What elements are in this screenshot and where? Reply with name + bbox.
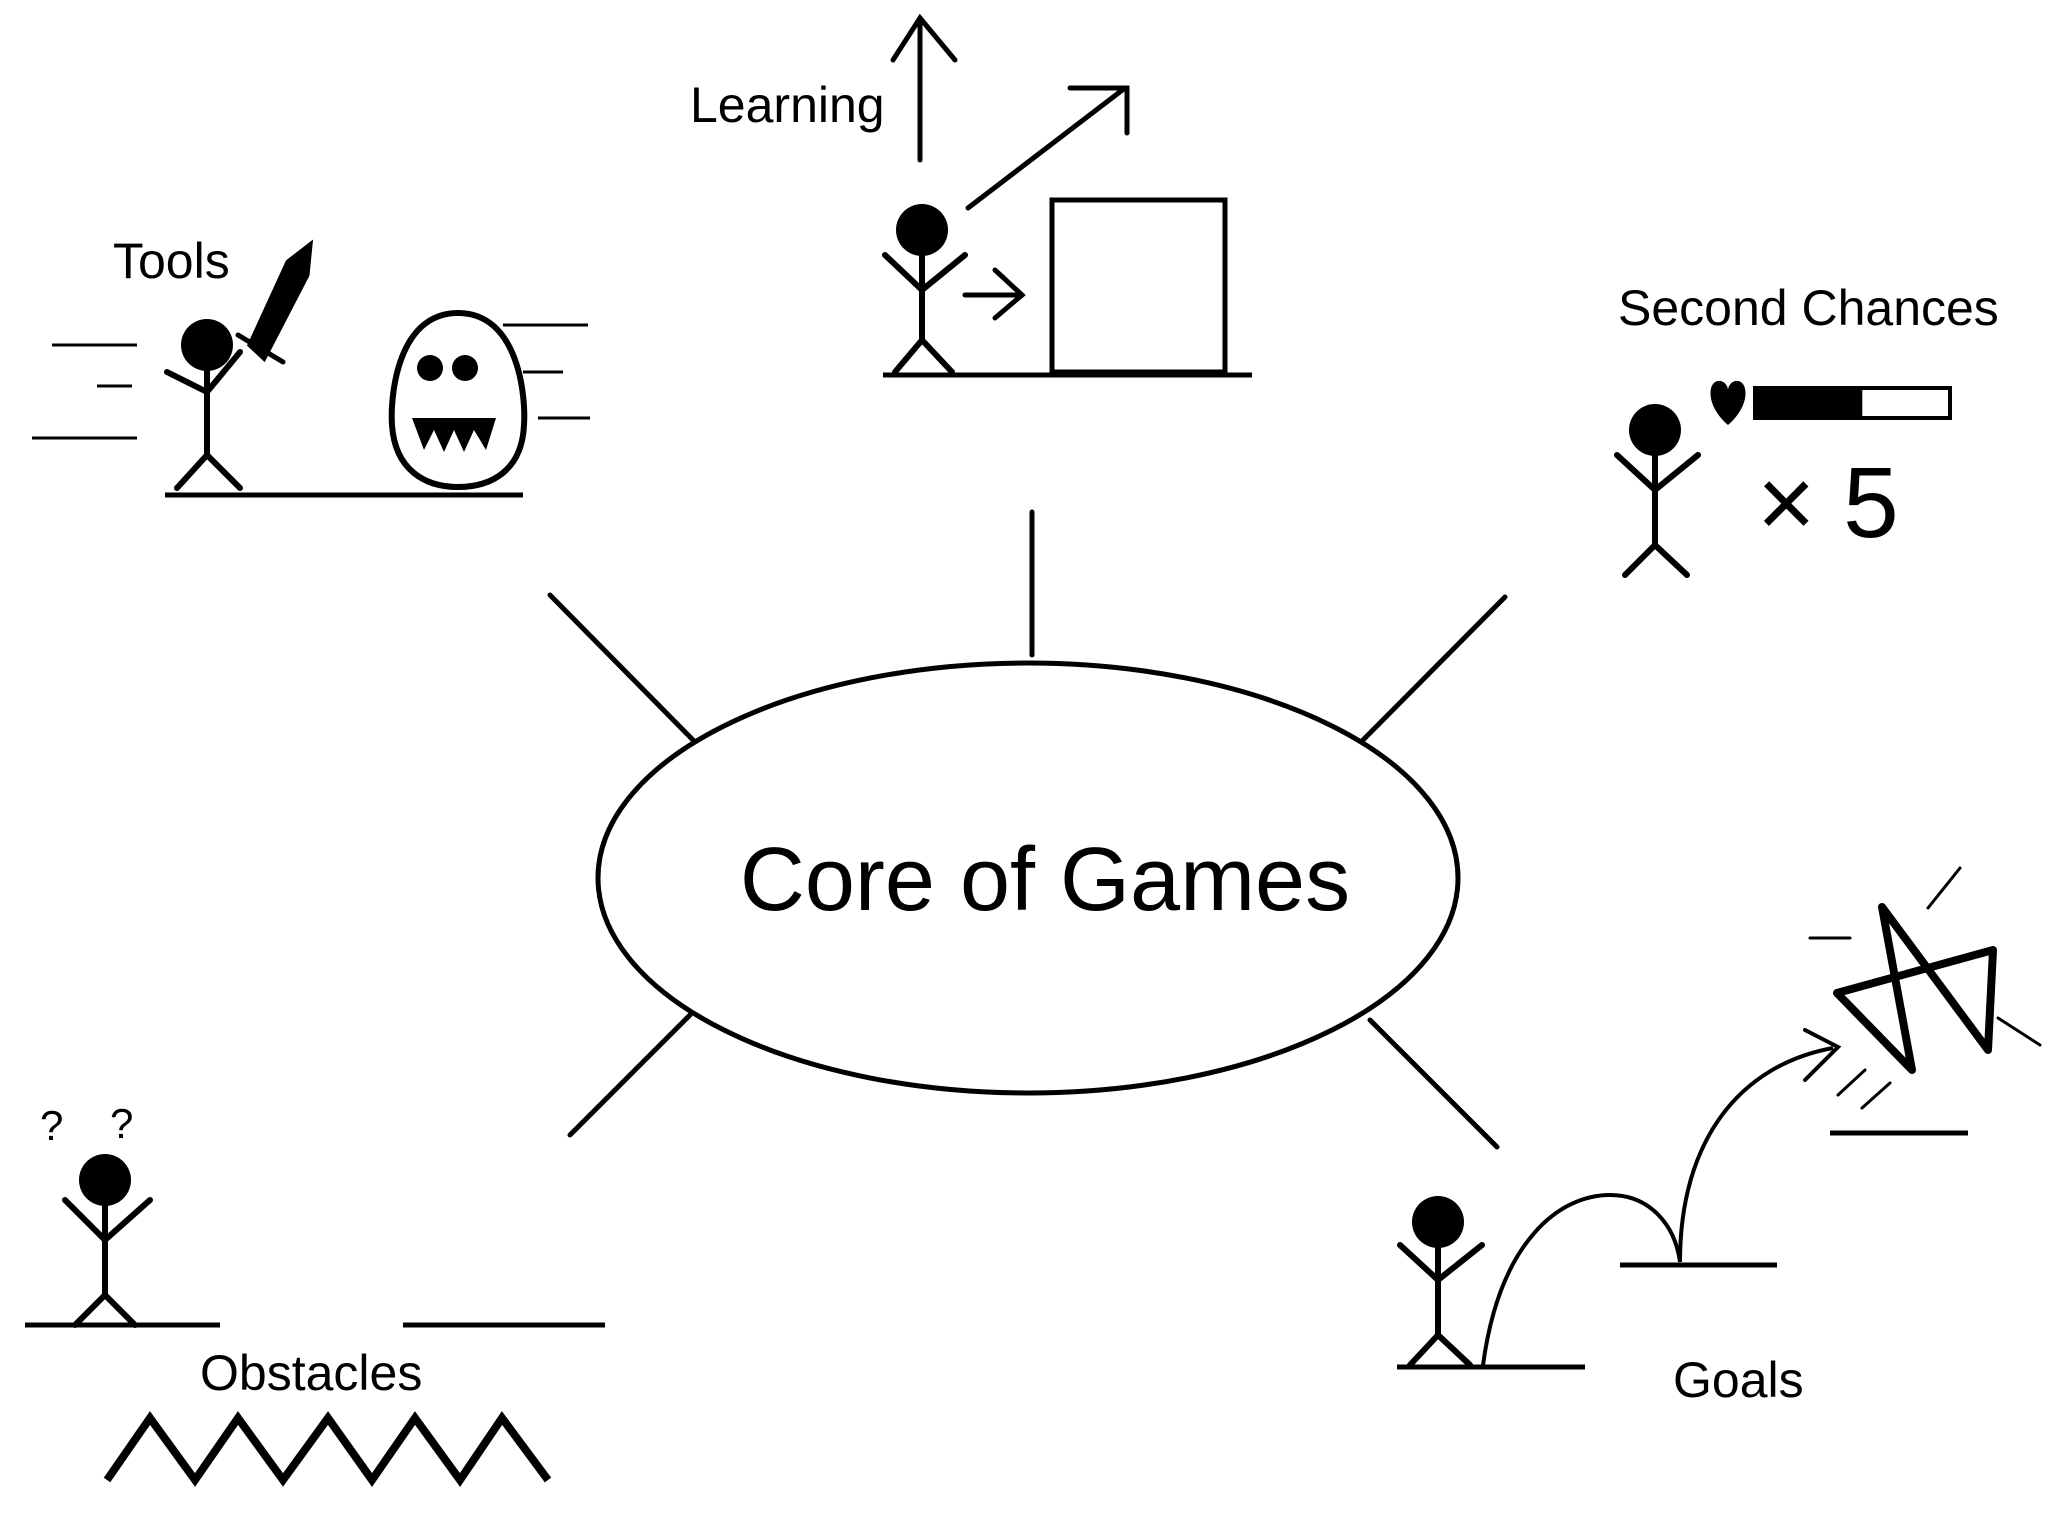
lives-count: × 5 [1757, 447, 1899, 559]
spoke-tools [547, 592, 696, 743]
center-node: Core of Games [595, 660, 1461, 1096]
goals-label: Goals [1673, 1352, 1804, 1408]
up-arrow-icon [890, 13, 958, 163]
spoke-second-chances [1360, 594, 1508, 743]
star-icon [1833, 903, 1997, 1074]
sparkle-lines [1808, 866, 2042, 1110]
goals-group: Goals [1397, 866, 2042, 1408]
obstacles-label: Obstacles [200, 1345, 422, 1401]
speed-lines-right [503, 323, 590, 420]
box-icon [1049, 197, 1228, 375]
sword-icon [235, 239, 314, 365]
second-chances-group: Second Chances × 5 [1614, 280, 1999, 578]
arrow-icon [1803, 1028, 1842, 1082]
second-chances-label: Second Chances [1618, 280, 1999, 336]
question-mark-2: ? [110, 1100, 133, 1147]
tools-label: Tools [113, 233, 230, 289]
stick-figure-icon [1397, 1196, 1485, 1368]
stick-figure-icon [1614, 404, 1701, 578]
right-arrow-icon [962, 267, 1026, 321]
jump-arc-2 [1678, 1046, 1834, 1263]
spoke-goals [1367, 1017, 1500, 1150]
heart-icon [1710, 380, 1746, 425]
question-mark-1: ? [40, 1102, 63, 1149]
speed-lines-left [32, 343, 137, 440]
jump-arc-1 [1481, 1192, 1682, 1366]
stick-figure-icon [882, 204, 968, 375]
obstacles-group: ? ? Obstacles [25, 1100, 605, 1487]
center-ellipse [595, 660, 1461, 1096]
health-bar-icon [1753, 386, 1952, 420]
monster-icon [388, 309, 528, 491]
spokes [547, 509, 1508, 1150]
spikes-icon [103, 1411, 552, 1487]
learning-label: Learning [690, 77, 885, 133]
learning-group: Learning [690, 13, 1252, 378]
stick-figure-icon [164, 319, 243, 491]
spoke-obstacles [567, 1012, 693, 1138]
stick-figure-icon [62, 1154, 153, 1328]
health-bar-fill [1755, 388, 1863, 418]
diagonal-arrow-icon [965, 85, 1130, 211]
center-label: Core of Games [740, 830, 1350, 930]
tools-group: Tools [32, 233, 590, 498]
